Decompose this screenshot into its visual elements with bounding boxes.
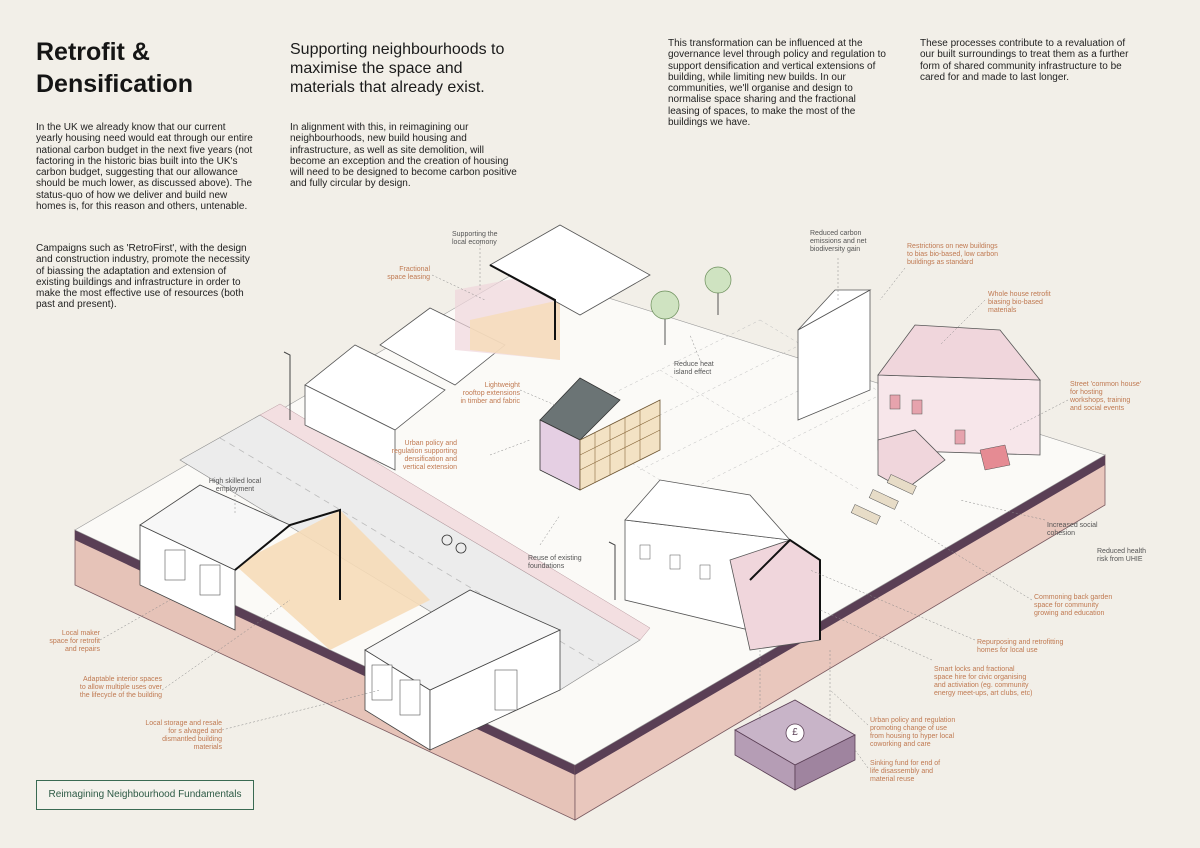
- intro-paragraph-2: Campaigns such as 'RetroFirst', with the…: [36, 243, 250, 311]
- warehouse-door-1: [371, 664, 393, 701]
- bike-wheel-1: [441, 534, 453, 546]
- pink-terrace: [877, 324, 1041, 491]
- planter-1: [850, 504, 881, 525]
- warehouse-roof: [364, 589, 561, 691]
- annotation-reuse-foundations: Reuse of existing foundations: [528, 555, 582, 570]
- back-left-sheds: [304, 224, 651, 471]
- terrace-window-3: [699, 564, 711, 580]
- bicycle: [441, 534, 467, 554]
- workshop-door-2: [199, 564, 221, 596]
- sinking-fund-vault: [734, 650, 856, 791]
- annotation-reduced-carbon: Reduced carbon emissions and net biodive…: [810, 230, 867, 253]
- slab-right-purple: [575, 455, 1105, 775]
- leader-smart-locks: [819, 609, 933, 661]
- lamp-2: [608, 541, 616, 600]
- planter-3: [886, 474, 917, 495]
- annotation-repurposing-homes: Repurposing and retrofitting homes for l…: [977, 639, 1064, 654]
- leader-urban-policy: [489, 439, 531, 456]
- leader-heat-island: [689, 334, 701, 361]
- workshop-section-cut: [234, 508, 341, 600]
- workshop-highlight-floor: [235, 510, 430, 650]
- leader-storage: [221, 689, 381, 731]
- annotation-street-common-house: Street 'common house' for hosting worksh…: [1070, 381, 1142, 412]
- terrace-window-1: [639, 544, 651, 560]
- vault-right: [794, 734, 856, 791]
- leader-change-of-use: [829, 689, 869, 726]
- warehouse-door-3: [494, 669, 518, 711]
- annotation-leaders: [99, 240, 1069, 769]
- leader-fractional: [431, 274, 486, 301]
- leader-common-house: [1009, 399, 1069, 431]
- retrofit-terrace: [624, 479, 821, 651]
- title-line-2: Densification: [36, 70, 193, 98]
- tree-2-canopy: [704, 266, 732, 294]
- annotation-reduce-heat-island: Reduce heat island effect: [674, 361, 714, 376]
- annotation-urban-policy-change-of-use: Urban policy and regulation promoting ch…: [870, 717, 956, 748]
- workshop-door-1: [164, 549, 186, 581]
- terrace-roof: [624, 479, 792, 541]
- planter-2: [868, 489, 899, 510]
- annotation-increased-social-cohesion: Increased social cohesion: [1047, 522, 1098, 537]
- series-badge: Reimagining Neighbourhood Fundamentals: [36, 780, 254, 810]
- annotation-sinking-fund: Sinking fund for end of life disassembly…: [870, 760, 941, 783]
- leader-back-garden: [899, 519, 1033, 601]
- annotation-adaptable-interior: Adaptable interior spaces to allow multi…: [79, 676, 162, 699]
- column-2-paragraph: In alignment with this, in reimagining o…: [290, 122, 517, 190]
- title-line-1: Retrofit &: [36, 38, 150, 66]
- annotation-urban-policy-densification: Urban policy and regulation supporting d…: [391, 440, 457, 471]
- intro-paragraph-1: In the UK we already know that our curre…: [36, 122, 253, 213]
- extension-timber-lines: [579, 410, 661, 483]
- leader-repurposing: [809, 569, 976, 641]
- leader-maker: [99, 599, 171, 641]
- common-house: [877, 429, 946, 491]
- lease-section-cut: [489, 264, 556, 340]
- annotation-local-maker-space: Local maker space for retrofit and repai…: [49, 630, 100, 653]
- terrace-window-2: [669, 554, 681, 570]
- annotation-reduced-health-risk: Reduced health risk from UHIE: [1097, 548, 1147, 563]
- tree-1-canopy: [650, 290, 680, 320]
- leader-social: [959, 499, 1046, 521]
- fractional-lease-floor: [470, 300, 560, 360]
- maker-workshop: [139, 484, 430, 650]
- grid-line-4: [679, 394, 881, 496]
- back-right-house: [797, 289, 872, 421]
- annotation-smart-locks: Smart locks and fractional space hire fo…: [934, 666, 1033, 697]
- annotation-whole-house-retrofit: Whole house retrofit biasing bio-based m…: [988, 291, 1051, 314]
- awning: [979, 444, 1011, 471]
- lamp-1: [283, 351, 291, 420]
- column-3-paragraph: This transformation can be influenced at…: [668, 38, 886, 129]
- annotation-supporting-local-economy: Supporting the local ecomony: [452, 231, 498, 246]
- annotation-local-storage: Local storage and resale for s alvaged a…: [145, 720, 222, 751]
- pink-window-2: [911, 399, 923, 415]
- pink-window-3: [954, 429, 966, 445]
- timber-extension: [539, 377, 661, 491]
- annotation-high-skilled-employment: High skilled local employment: [208, 478, 262, 493]
- column-4-paragraph: These processes contribute to a revaluat…: [920, 38, 1129, 83]
- leader-whole-house: [939, 299, 986, 346]
- annotation-commoning-back-garden: Commoning back garden space for communit…: [1034, 594, 1113, 617]
- storage-warehouse: [364, 589, 561, 751]
- leader-restrictions: [879, 267, 906, 301]
- fund-coin: [785, 723, 805, 743]
- street-lamps: [283, 351, 616, 600]
- grid-line-6: [659, 369, 861, 491]
- pavement-pink: [259, 403, 651, 641]
- trees: [650, 266, 732, 345]
- shed-a-wall: [304, 384, 396, 471]
- pink-window-1: [889, 394, 901, 410]
- annotation-restrictions-new-buildings: Restrictions on new buildings to bias bi…: [907, 243, 999, 266]
- page-subtitle: Supporting neighbourhoods to maximise th…: [290, 41, 505, 96]
- community-garden: [850, 474, 917, 525]
- retrofit-section-cut: [749, 538, 821, 640]
- annotation-lightweight-rooftop: Lightweight rooftop extensions in timber…: [460, 382, 520, 405]
- annotation-fractional-space-leasing: Fractional space leasing: [387, 266, 430, 281]
- big-house-gable: [797, 289, 872, 331]
- leader-sinking-fund: [854, 749, 869, 769]
- warehouse-door-2: [399, 679, 421, 716]
- pound-sign-icon: £: [792, 727, 798, 738]
- pink-house-roof: [877, 324, 1041, 381]
- bike-wheel-2: [455, 542, 467, 554]
- page-title: Retrofit & Densification: [36, 36, 193, 100]
